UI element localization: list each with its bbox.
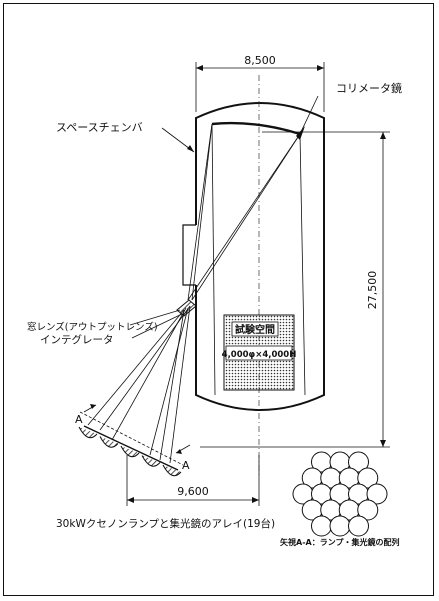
collimator-leader bbox=[299, 95, 319, 135]
lamp-array-label: 30kWクセノンランプと集光鏡のアレイ(19台) bbox=[56, 517, 275, 530]
lamp-circle bbox=[366, 483, 388, 505]
chamber-label: スペースチェンバ bbox=[56, 121, 143, 134]
lamp-reflector bbox=[141, 455, 161, 467]
collimator-label: コリメータ鏡 bbox=[336, 81, 402, 95]
lamp-circle bbox=[348, 451, 369, 473]
width-dim-label: 8,500 bbox=[244, 54, 276, 67]
base-dimension bbox=[126, 455, 260, 506]
height-dimension bbox=[200, 131, 390, 448]
integrator-label: インテグレータ bbox=[40, 333, 114, 346]
lamp-circle bbox=[357, 499, 379, 521]
chamber-outline bbox=[195, 102, 325, 411]
section-a-right-label: A bbox=[182, 459, 190, 472]
test-space bbox=[223, 314, 295, 391]
chamber-side-bump bbox=[182, 224, 196, 286]
lamp-reflector bbox=[162, 464, 182, 477]
lamp-array bbox=[78, 425, 182, 477]
test-size-label-box bbox=[225, 345, 293, 361]
window-lens-label: 窓レンズ(アウトプットレンズ) bbox=[27, 321, 158, 333]
light-beam bbox=[187, 123, 306, 396]
figure-frame bbox=[3, 3, 434, 596]
label-leaders bbox=[129, 127, 195, 339]
height-dim-label: 27,500 bbox=[366, 271, 379, 310]
section-a-marks bbox=[79, 404, 191, 466]
lamp-circle bbox=[348, 515, 369, 537]
lamp-reflector bbox=[78, 426, 98, 439]
test-space-label: 試験空間 bbox=[235, 323, 275, 336]
test-space-label-box bbox=[231, 321, 279, 337]
width-dimension bbox=[195, 62, 325, 112]
lamp-circle bbox=[311, 515, 332, 537]
section-a-left-label: A bbox=[75, 413, 83, 426]
view-caption-label: 矢視A-A：ランプ・集光鏡の配列 bbox=[280, 537, 399, 547]
lamp-reflector bbox=[120, 445, 140, 458]
base-dim-label: 9,600 bbox=[177, 485, 209, 498]
lamp-arrangement-view bbox=[292, 451, 388, 537]
lamp-beam bbox=[87, 305, 191, 464]
test-size-label: 4,000φ×4,000H bbox=[222, 350, 297, 360]
lamp-circle bbox=[357, 467, 379, 489]
lamp-circle bbox=[329, 515, 351, 537]
lamp-array-base bbox=[83, 425, 179, 471]
lamp-reflector bbox=[99, 436, 119, 448]
